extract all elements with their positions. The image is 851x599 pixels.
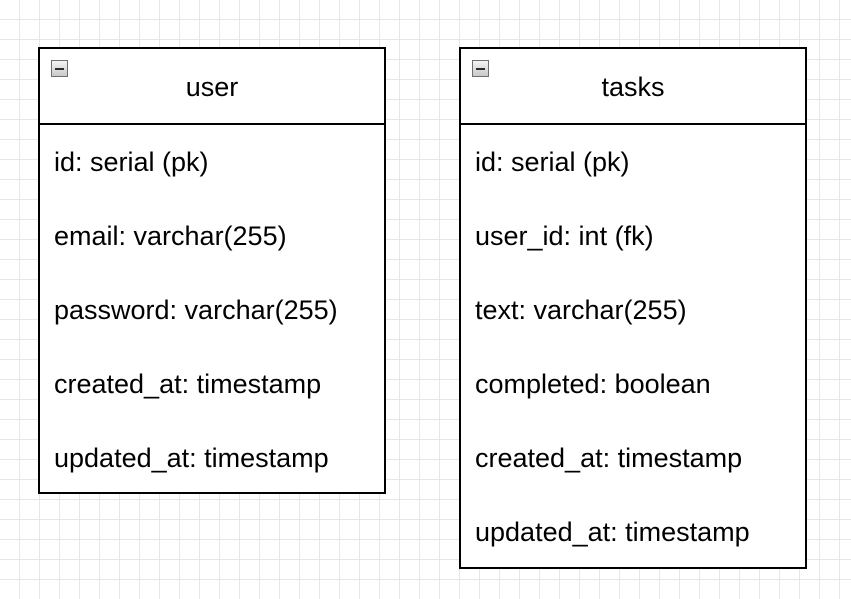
field-row[interactable]: id: serial (pk) <box>475 147 630 177</box>
field-row[interactable]: completed: boolean <box>475 369 711 399</box>
entity-header: user <box>40 49 384 125</box>
entity-title: user <box>185 71 239 102</box>
field-row[interactable]: password: varchar(255) <box>54 295 338 325</box>
field-row[interactable]: updated_at: timestamp <box>475 517 750 547</box>
field-row[interactable]: created_at: timestamp <box>54 369 322 399</box>
field-list: id: serial (pk) email: varchar(255) pass… <box>40 125 384 495</box>
entity-tasks[interactable]: tasks id: serial (pk) user_id: int (fk) … <box>459 47 807 569</box>
field-row[interactable]: id: serial (pk) <box>54 147 209 177</box>
collapse-icon[interactable] <box>472 60 489 77</box>
entity-header: tasks <box>461 49 805 125</box>
field-row[interactable]: user_id: int (fk) <box>475 221 654 251</box>
entity-user[interactable]: user id: serial (pk) email: varchar(255)… <box>38 47 386 494</box>
field-row[interactable]: updated_at: timestamp <box>54 443 329 473</box>
field-row[interactable]: text: varchar(255) <box>475 295 687 325</box>
collapse-icon[interactable] <box>51 60 68 77</box>
field-list: id: serial (pk) user_id: int (fk) text: … <box>461 125 805 569</box>
entity-title: tasks <box>601 71 665 102</box>
field-row[interactable]: email: varchar(255) <box>54 221 287 251</box>
field-row[interactable]: created_at: timestamp <box>475 443 743 473</box>
